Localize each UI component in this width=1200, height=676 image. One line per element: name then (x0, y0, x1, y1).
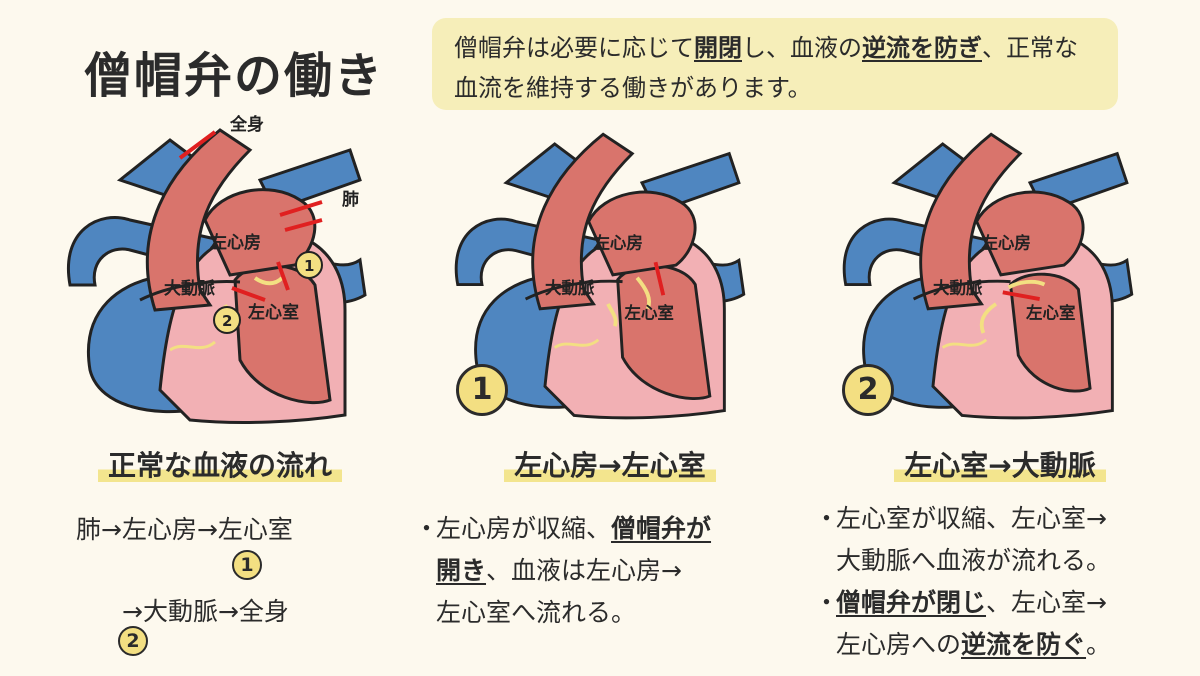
marker-2 (213, 306, 241, 334)
heart-diagram-normal: 全身 肺 左心房 大動脈 左心室 1 2 (67, 114, 367, 424)
arrow-ventricle-to-aorta (231, 286, 266, 302)
arrow-atrium-to-ventricle (276, 261, 290, 291)
note-text-3: 、正常な血流を維持する働きがあります。 (454, 34, 1078, 102)
emphasis-valve: 僧帽弁が (611, 514, 712, 543)
label-lung: 肺 (342, 190, 359, 210)
caption-atrium-to-ventricle: 左心房→左心室 (440, 444, 780, 484)
heart-diagram-atrium-to-ventricle: 左心房 大動脈 左心室 (454, 132, 746, 420)
note-text-2: し、血液の (742, 34, 862, 62)
page-title: 僧帽弁の働き (84, 48, 385, 104)
emphasis-opens: 開き (436, 556, 487, 585)
label-whole-body: 全身 (229, 114, 264, 135)
description-ventricle-to-aorta: ・左心室が収縮、左心室→ 大動脈へ血液が流れる。 ・僧帽弁が閉じ、左心室→ 左心… (814, 504, 1112, 659)
arrow-atrium-to-ventricle (653, 261, 666, 296)
caption-ventricle-to-aorta: 左心室→大動脈 (820, 444, 1180, 484)
marker-1-label: 1 (304, 257, 314, 275)
arrow-to-body (178, 130, 217, 160)
note-emphasis-prevent-backflow: 逆流を防ぎ (862, 34, 982, 62)
step-badge-1: 1 (456, 364, 508, 416)
arrow-from-lung-2 (284, 218, 323, 232)
marker-1 (295, 251, 323, 279)
heart-illustration (842, 132, 1134, 420)
emphasis-valve-closes: 僧帽弁が閉じ (836, 588, 987, 617)
label-aorta: 大動脈 (164, 278, 215, 299)
marker-2-label: 2 (222, 312, 232, 330)
note-emphasis-open-close: 開閉 (694, 34, 742, 62)
emphasis-prevent-backflow: 逆流を防ぐ (961, 630, 1087, 659)
flow-badge-1: 1 (232, 550, 262, 580)
heart-diagram-ventricle-to-aorta: 左心房 大動脈 左心室 (842, 132, 1134, 420)
caption-normal-flow: 正常な血液の流れ (50, 444, 390, 484)
arrow-ventricle-to-aorta (1002, 290, 1040, 301)
label-left-atrium: 左心房 (980, 234, 1030, 253)
label-left-ventricle: 左心室 (248, 302, 299, 323)
label-left-ventricle: 左心室 (1025, 303, 1075, 322)
note-text-1: 僧帽弁は必要に応じて (454, 34, 694, 62)
label-left-atrium: 左心房 (592, 234, 642, 253)
label-left-ventricle: 左心室 (623, 303, 673, 322)
label-left-atrium: 左心房 (210, 232, 261, 253)
flow-line-1: 肺→左心房→左心室 (76, 515, 293, 544)
heart-illustration (454, 132, 746, 420)
arrow-from-lung-1 (279, 200, 323, 217)
description-atrium-to-ventricle: ・左心房が収縮、僧帽弁が 開き、血液は左心房→ 左心室へ流れる。 (414, 514, 712, 627)
label-aorta: 大動脈 (933, 278, 983, 297)
flow-line-2: →大動脈→全身 (122, 597, 289, 626)
step-badge-2: 2 (842, 364, 894, 416)
heart-illustration (67, 128, 367, 424)
label-aorta: 大動脈 (545, 278, 595, 297)
summary-note: 僧帽弁は必要に応じて開閉し、血液の逆流を防ぎ、正常な血流を維持する働きがあります… (432, 18, 1118, 110)
flow-badge-2: 2 (118, 626, 148, 656)
